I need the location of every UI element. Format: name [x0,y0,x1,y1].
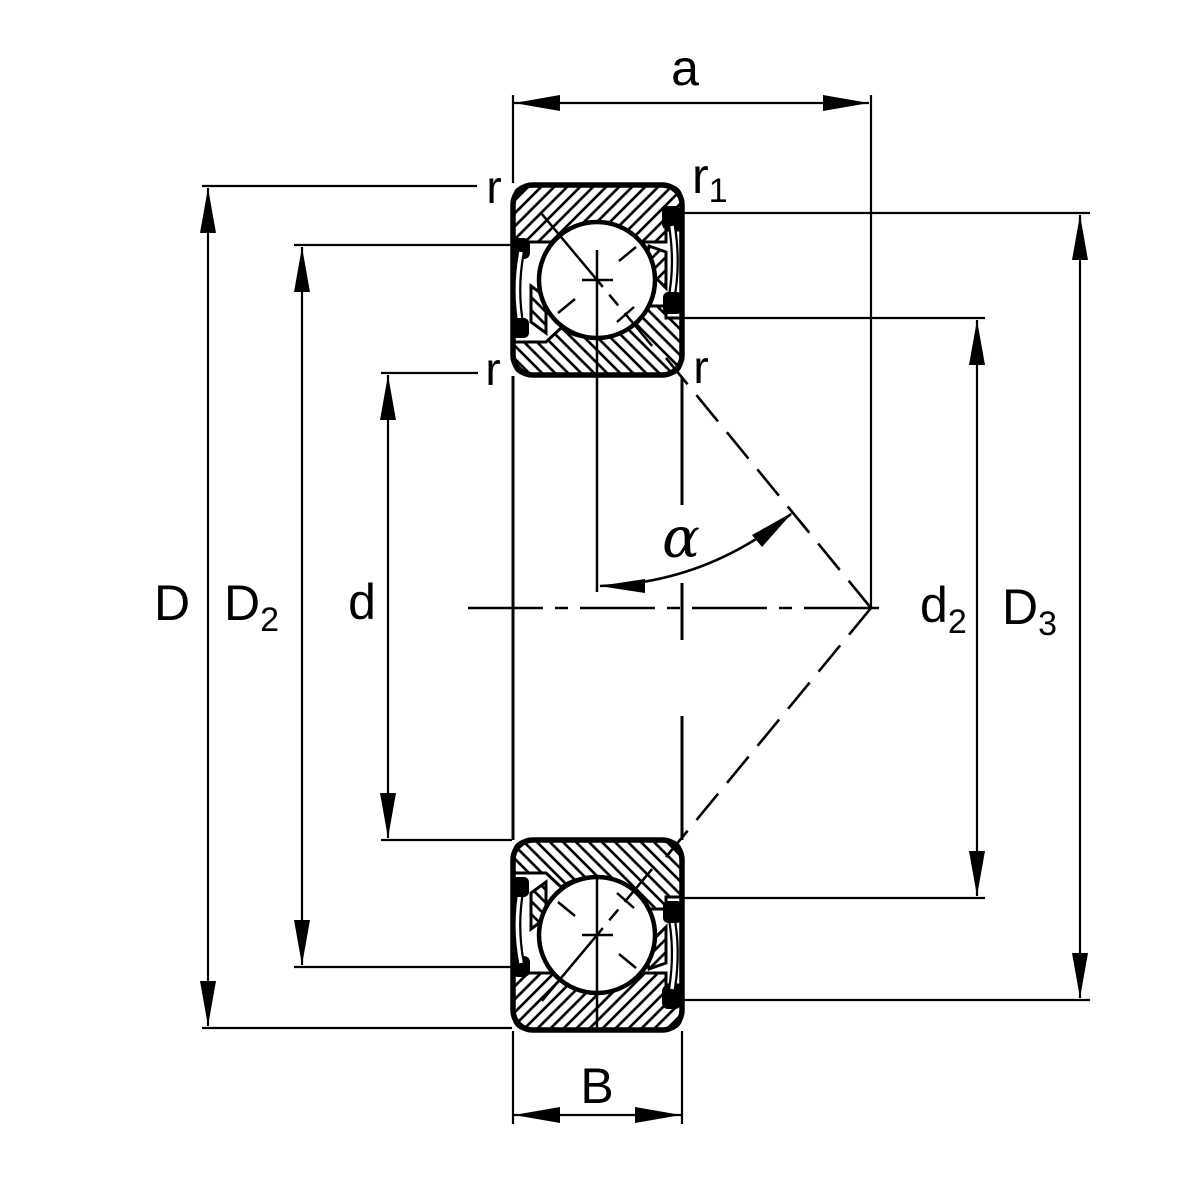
contact-line-upper [664,357,873,609]
label-alpha: α [662,506,700,571]
label-r1-sub: 1 [709,172,728,210]
arrowhead-down [294,920,310,965]
label-d2-base: d [920,577,948,633]
arrowhead-left [514,95,560,111]
arrowhead-up [380,375,396,420]
arrowhead-down [380,793,396,838]
label-D2-sub: 2 [260,601,279,639]
dimension-a [511,95,873,608]
dimension-d2 [683,316,985,900]
label-D2-base: D [224,575,260,631]
arrowhead-up [1072,215,1088,260]
arc-arrowhead-left [599,579,645,593]
label-r-mid-right: r [693,341,708,393]
label-D3-sub: 3 [1038,605,1057,643]
label-r1-base: r [692,148,709,204]
label-r1: r1 [692,148,728,210]
label-a: a [671,40,699,96]
arrowhead-up [294,247,310,292]
arrowhead-down [1072,953,1088,998]
label-D3: D3 [1002,579,1057,643]
label-d2-sub: 2 [948,603,967,641]
dimension-B [511,1031,684,1124]
contact-line-lower [664,607,873,858]
arrowhead-right [823,95,869,111]
arrowhead-left [514,1107,560,1123]
arc-arrowhead-right [752,512,793,547]
dimension-d [380,371,512,842]
arrowhead-up [200,188,216,233]
label-D: D [154,575,190,631]
dimension-D2 [294,243,516,969]
arrowhead-up [969,320,985,365]
label-d2: d2 [920,577,967,641]
label-D3-base: D [1002,579,1038,635]
arrowhead-right [635,1107,681,1123]
contact-angle-arc [599,512,793,593]
dimension-D3 [683,211,1090,1002]
label-B: B [580,1058,613,1114]
dimension-D [200,184,512,1030]
label-r-top-left: r [486,161,501,213]
arrowhead-down [969,851,985,896]
label-d: d [348,574,376,630]
label-r-mid-left: r [485,343,500,395]
label-D2: D2 [224,575,279,639]
arrowhead-down [200,981,216,1026]
